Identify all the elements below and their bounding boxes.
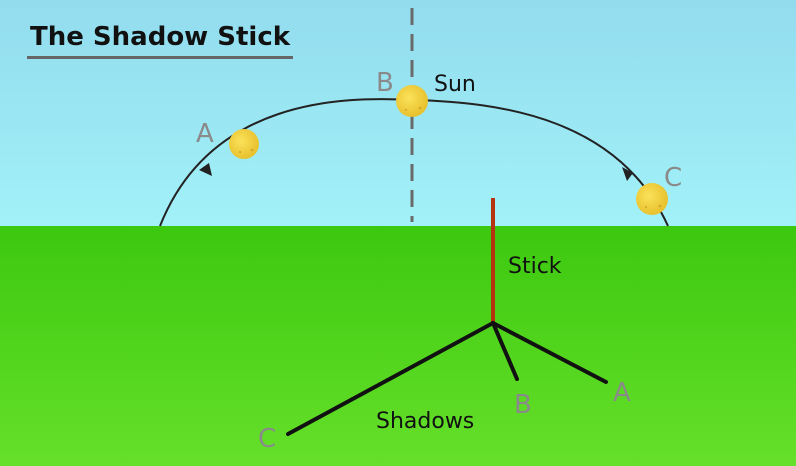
sun-path-arrow-rising — [199, 163, 212, 176]
sun-b-icon — [396, 85, 428, 117]
sun-c-label: C — [664, 163, 682, 193]
shadow-c-label: C — [258, 424, 276, 454]
sun-b-spot — [404, 108, 408, 112]
title-underline — [27, 56, 293, 59]
shadow-c — [286, 321, 495, 436]
sun-c-spot — [644, 205, 648, 209]
sun-a-label: A — [196, 119, 214, 149]
sun-b-spot — [418, 106, 422, 110]
stick-label: Stick — [508, 254, 562, 279]
sun-a-spot — [238, 150, 242, 154]
shadow-a — [491, 321, 608, 384]
sun-b — [396, 85, 428, 117]
sun-c-spot — [658, 204, 662, 208]
shadow-b-label: B — [514, 390, 532, 420]
sun-b-label: B — [376, 68, 394, 98]
sun-path-arrow-setting — [622, 167, 633, 181]
ground — [0, 226, 796, 466]
sun-c — [636, 183, 668, 215]
shadow-b — [491, 321, 519, 381]
sun-a-spot — [250, 148, 254, 152]
sun-a — [229, 129, 259, 159]
shadow-a-label: A — [613, 378, 631, 408]
diagram-title: The Shadow Stick — [30, 22, 291, 52]
sun-a-icon — [229, 129, 259, 159]
sun-label: Sun — [434, 72, 476, 97]
shadows-label: Shadows — [376, 409, 474, 434]
